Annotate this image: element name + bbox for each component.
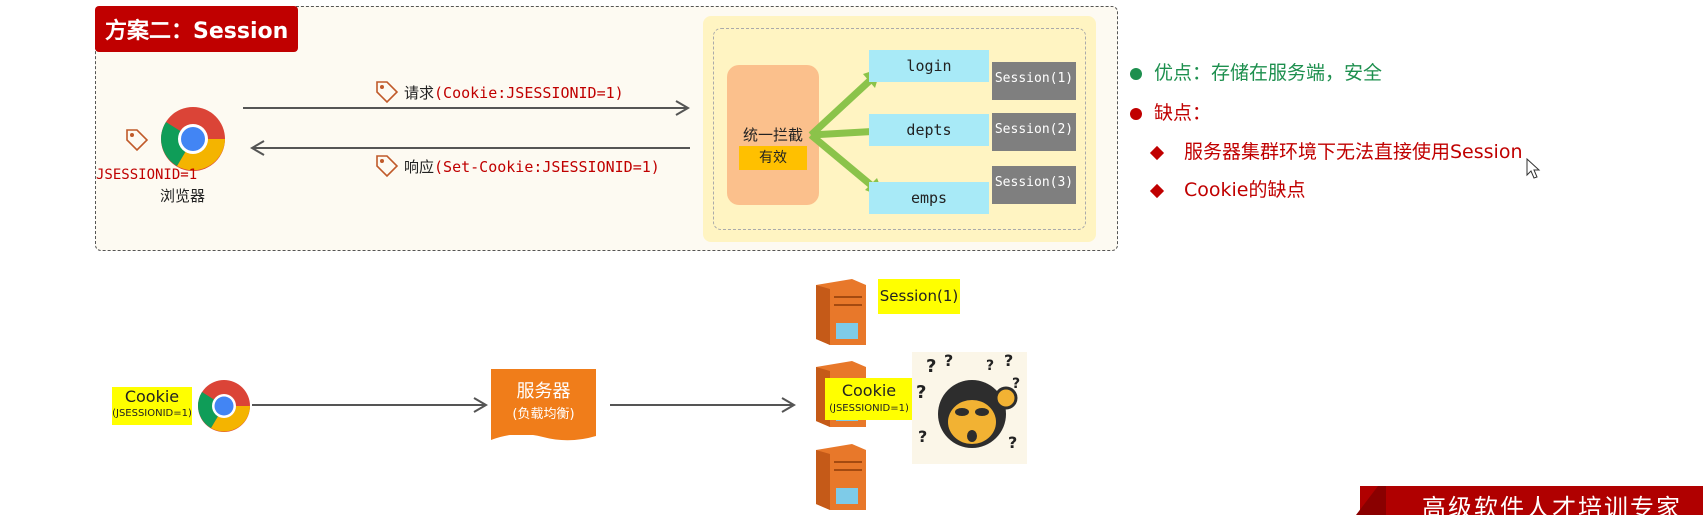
endpoint-login: login xyxy=(869,50,989,82)
svg-text:?: ? xyxy=(986,358,994,374)
chrome-icon xyxy=(197,380,250,432)
cookie-tag: Cookie (JSESSIONID=1) xyxy=(825,378,913,420)
pros-item: 优点：存储在服务端，安全 xyxy=(1130,58,1382,85)
endpoint-depts: depts xyxy=(869,114,989,146)
filter-label: 统一拦截 xyxy=(742,126,803,144)
flow-arrows xyxy=(252,397,796,413)
svg-text:?: ? xyxy=(1008,433,1017,452)
server-icon xyxy=(816,444,866,510)
load-balancer-wave xyxy=(491,432,596,441)
cons-subitem: 服务器集群环境下无法直接使用Session xyxy=(1149,137,1523,164)
svg-text:?: ? xyxy=(916,382,926,403)
svg-text:?: ? xyxy=(1012,376,1020,392)
server-area-border xyxy=(713,28,1086,230)
footer-banner-edge xyxy=(1356,486,1386,515)
confused-monkey-icon: ? ? ? ? ? ? ? ? xyxy=(912,352,1027,464)
session-tag: Session(1) xyxy=(878,279,960,314)
server-icon xyxy=(816,279,866,345)
endpoint-emps: emps xyxy=(869,182,989,214)
diamond-bullet-icon xyxy=(1149,145,1165,160)
svg-text:?: ? xyxy=(926,356,936,377)
response-label: 响应(Set-Cookie:JSESSIONID=1) xyxy=(404,158,660,176)
footer-banner xyxy=(1360,486,1703,515)
request-label: 请求(Cookie:JSESSIONID=1) xyxy=(404,84,624,102)
chrome-icon xyxy=(161,107,225,171)
valid-badge: 有效 xyxy=(739,146,807,170)
tag-icon xyxy=(126,129,149,152)
slide-title: 方案二：Session xyxy=(95,6,299,52)
mouse-cursor-icon xyxy=(1526,158,1541,179)
svg-text:?: ? xyxy=(918,427,927,446)
footer-text: 高级软件人才培训专家 xyxy=(1422,494,1682,522)
tag-icon xyxy=(376,155,399,178)
request-response-arrows xyxy=(243,100,690,156)
cons-item: 缺点： xyxy=(1130,98,1211,125)
tag-icon xyxy=(376,81,399,104)
load-balancer-box: 服务器 (负载均衡) xyxy=(491,369,596,435)
bullet-dot-icon xyxy=(1130,67,1142,80)
filter-box xyxy=(727,65,819,205)
cons-subitem: Cookie的缺点 xyxy=(1149,175,1306,202)
session-box-2: Session(2) xyxy=(992,113,1076,151)
session-box-3: Session(3) xyxy=(992,166,1076,204)
bullet-dot-icon xyxy=(1130,107,1142,120)
svg-text:?: ? xyxy=(944,352,953,370)
diamond-bullet-icon xyxy=(1149,183,1165,198)
browser-label: 浏览器 xyxy=(160,187,206,205)
svg-text:?: ? xyxy=(1004,352,1013,370)
cookie-tag: Cookie (JSESSIONID=1) xyxy=(112,387,192,425)
session-box-1: Session(1) xyxy=(992,62,1076,100)
jsessionid-label: JSESSIONID=1 xyxy=(96,167,198,183)
